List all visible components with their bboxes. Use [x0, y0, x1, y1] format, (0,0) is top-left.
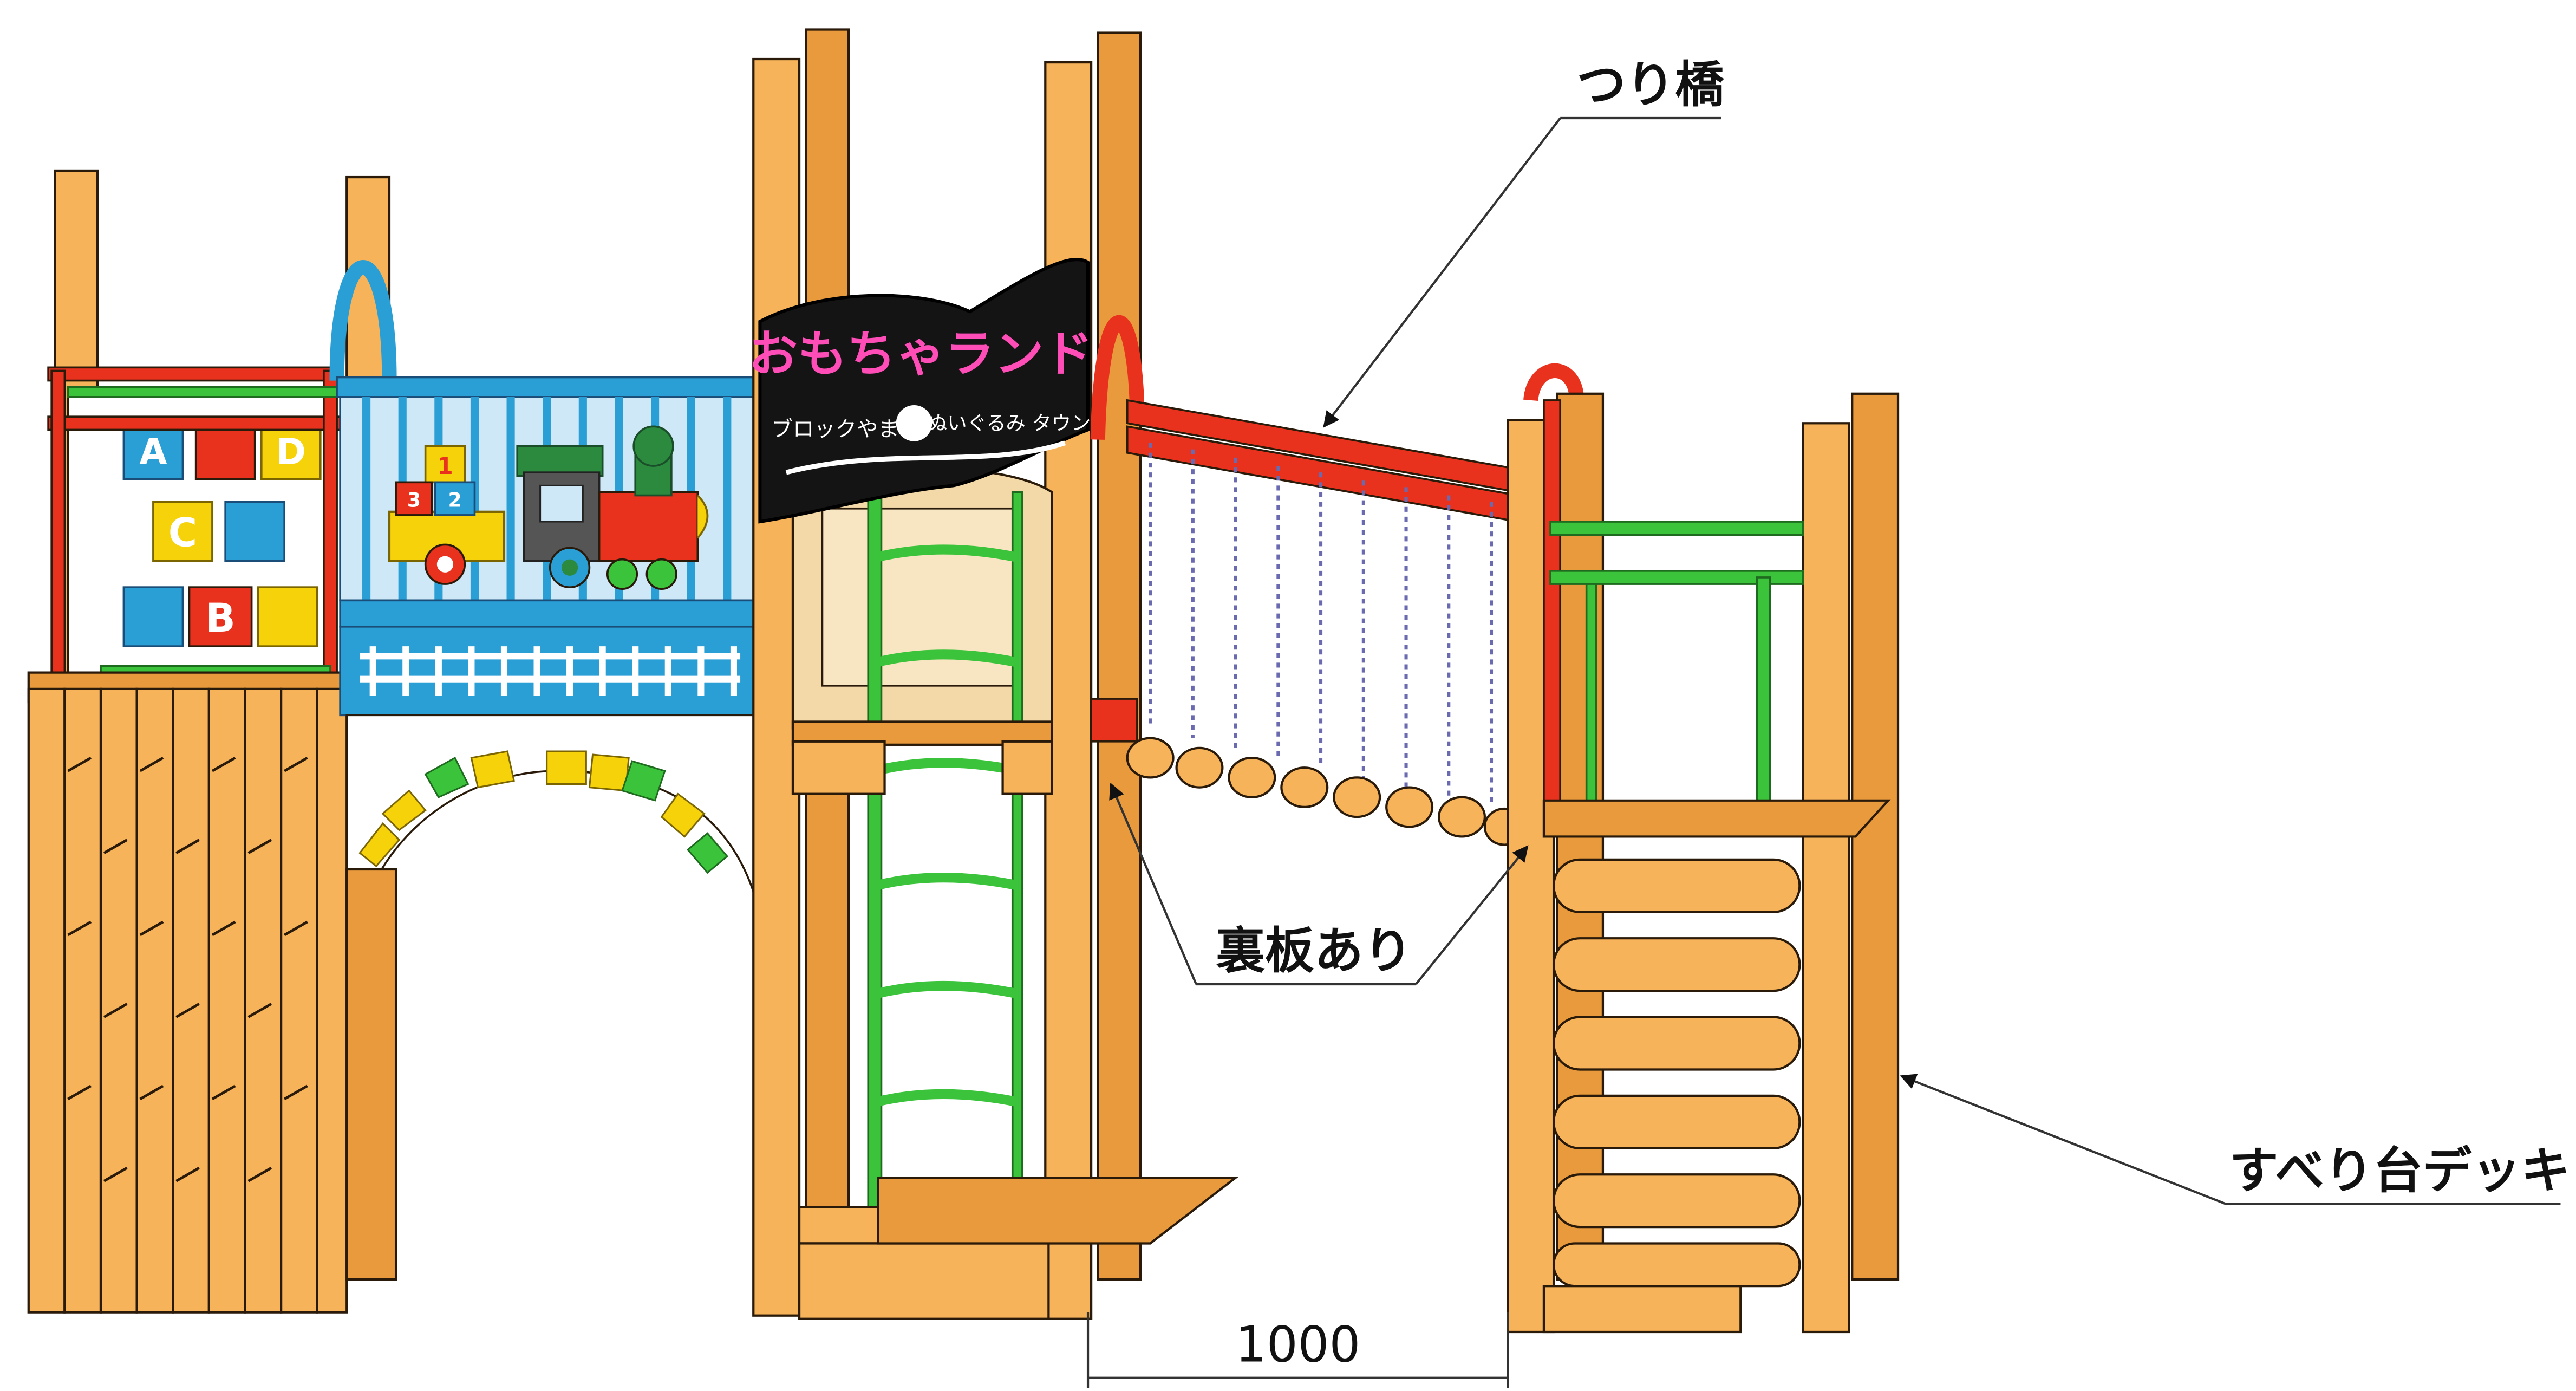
engine-light: [696, 495, 709, 539]
wagon-wheel-1-hub: [436, 556, 454, 573]
ladder-rungs: [873, 544, 1020, 1107]
abc-block-a: [122, 422, 184, 480]
sign-board: おもちゃランド ブロックやま ぬいぐるみ タウン: [748, 258, 1093, 524]
bridge-left-leg: [345, 868, 397, 1281]
callout-back-panel: 裏板あり: [1216, 923, 1412, 980]
sign-title: おもちゃランド: [748, 326, 1093, 382]
bridge-logs: [1126, 737, 1525, 846]
callout-slide-deck: すべり台デッキ: [2229, 1142, 2570, 1199]
bridge-ropes: [1149, 443, 1494, 807]
center-bridge: 1 3 2: [329, 260, 758, 1281]
center-deck-block-left: [791, 740, 886, 795]
abc-block-blue: [224, 500, 285, 562]
abc-block-red: [194, 422, 256, 480]
log-wall: [27, 687, 348, 1314]
ladder-rail-left: [867, 491, 883, 1212]
right-red-post: [1543, 399, 1562, 828]
abc-letter-d: D: [276, 431, 306, 473]
center-base-block: [798, 1242, 1050, 1320]
toy-train: 1 3 2: [388, 425, 709, 590]
back-panel-red: [1090, 698, 1138, 743]
bridge-red-arch-right: [1523, 363, 1584, 401]
engine-wheel-1-hub: [561, 559, 578, 576]
leader-deck: [1900, 1074, 2227, 1205]
right-base-beam: [1542, 1285, 1742, 1334]
callout-suspension-bridge: つり橋: [1576, 57, 1724, 114]
center-tower: [752, 28, 1239, 1320]
dimension-value: 1000: [1235, 1316, 1360, 1373]
right-tower: [1507, 392, 1900, 1334]
bridge-top-rail: [336, 376, 758, 398]
center-post-back-right: [1097, 31, 1142, 1281]
right-green-post: [1756, 576, 1771, 825]
left-green-rail: [67, 386, 341, 398]
engine-wheel-2: [606, 558, 638, 590]
right-green-post-2: [1585, 583, 1597, 825]
toy-block-2-num: 2: [448, 489, 461, 512]
engine-wheel-3: [645, 558, 677, 590]
right-post-back-right: [1851, 392, 1900, 1281]
left-red-rail-mid: [47, 415, 341, 431]
suspension-bridge: [1090, 315, 1584, 846]
log-stairs: [1552, 858, 1801, 1288]
abc-block-blue-2: [122, 586, 184, 647]
left-red-rail-top: [47, 366, 341, 382]
stone-arch: [345, 714, 758, 920]
abc-block-b: [188, 586, 253, 647]
leader-backpanel-left: [1109, 782, 1197, 985]
abc-block-d: [260, 422, 322, 480]
white-fence: [360, 646, 741, 696]
center-deck-block-right: [1001, 740, 1053, 795]
abc-letter-b: B: [205, 596, 235, 641]
engine-roof: [516, 445, 604, 477]
annotations: つり橋 裏板あり すべり台デッキ 1000: [1086, 57, 2570, 1388]
sign-left-text: ブロックやま: [772, 417, 899, 442]
sign-right-text: ぬいぐるみ タウン: [928, 411, 1091, 434]
toy-block-2: [434, 481, 476, 516]
left-red-post-2: [323, 369, 338, 717]
toy-block-1: [424, 445, 466, 484]
engine-chimney-top: [632, 425, 674, 467]
right-post-front-right: [1802, 422, 1850, 1334]
engine-window: [539, 484, 584, 523]
abc-letter-c: C: [168, 510, 197, 556]
abc-letter-a: A: [139, 431, 167, 473]
bridge-fascia: [339, 625, 758, 717]
bridge-mid-rail: [339, 599, 758, 628]
bridge-red-arch-left: [1090, 315, 1145, 440]
right-green-rail-top: [1549, 521, 1804, 536]
engine-boiler: [598, 491, 699, 562]
abc-block-c: [152, 500, 213, 562]
toy-block-3: [395, 481, 433, 516]
sign-swoosh: [785, 440, 1066, 475]
center-base-platform: [877, 1176, 1239, 1245]
abc-block-yellow: [257, 586, 318, 647]
leader-backpanel-right: [1415, 845, 1529, 985]
blue-arch: [329, 260, 397, 381]
toy-block-1-num: 1: [437, 453, 453, 479]
slide-deck-floor: [1542, 799, 1891, 838]
bear-icon: [896, 405, 932, 441]
toy-block-3-num: 3: [407, 489, 421, 512]
left-red-post: [50, 369, 66, 684]
leader-bridge: [1323, 117, 1561, 428]
